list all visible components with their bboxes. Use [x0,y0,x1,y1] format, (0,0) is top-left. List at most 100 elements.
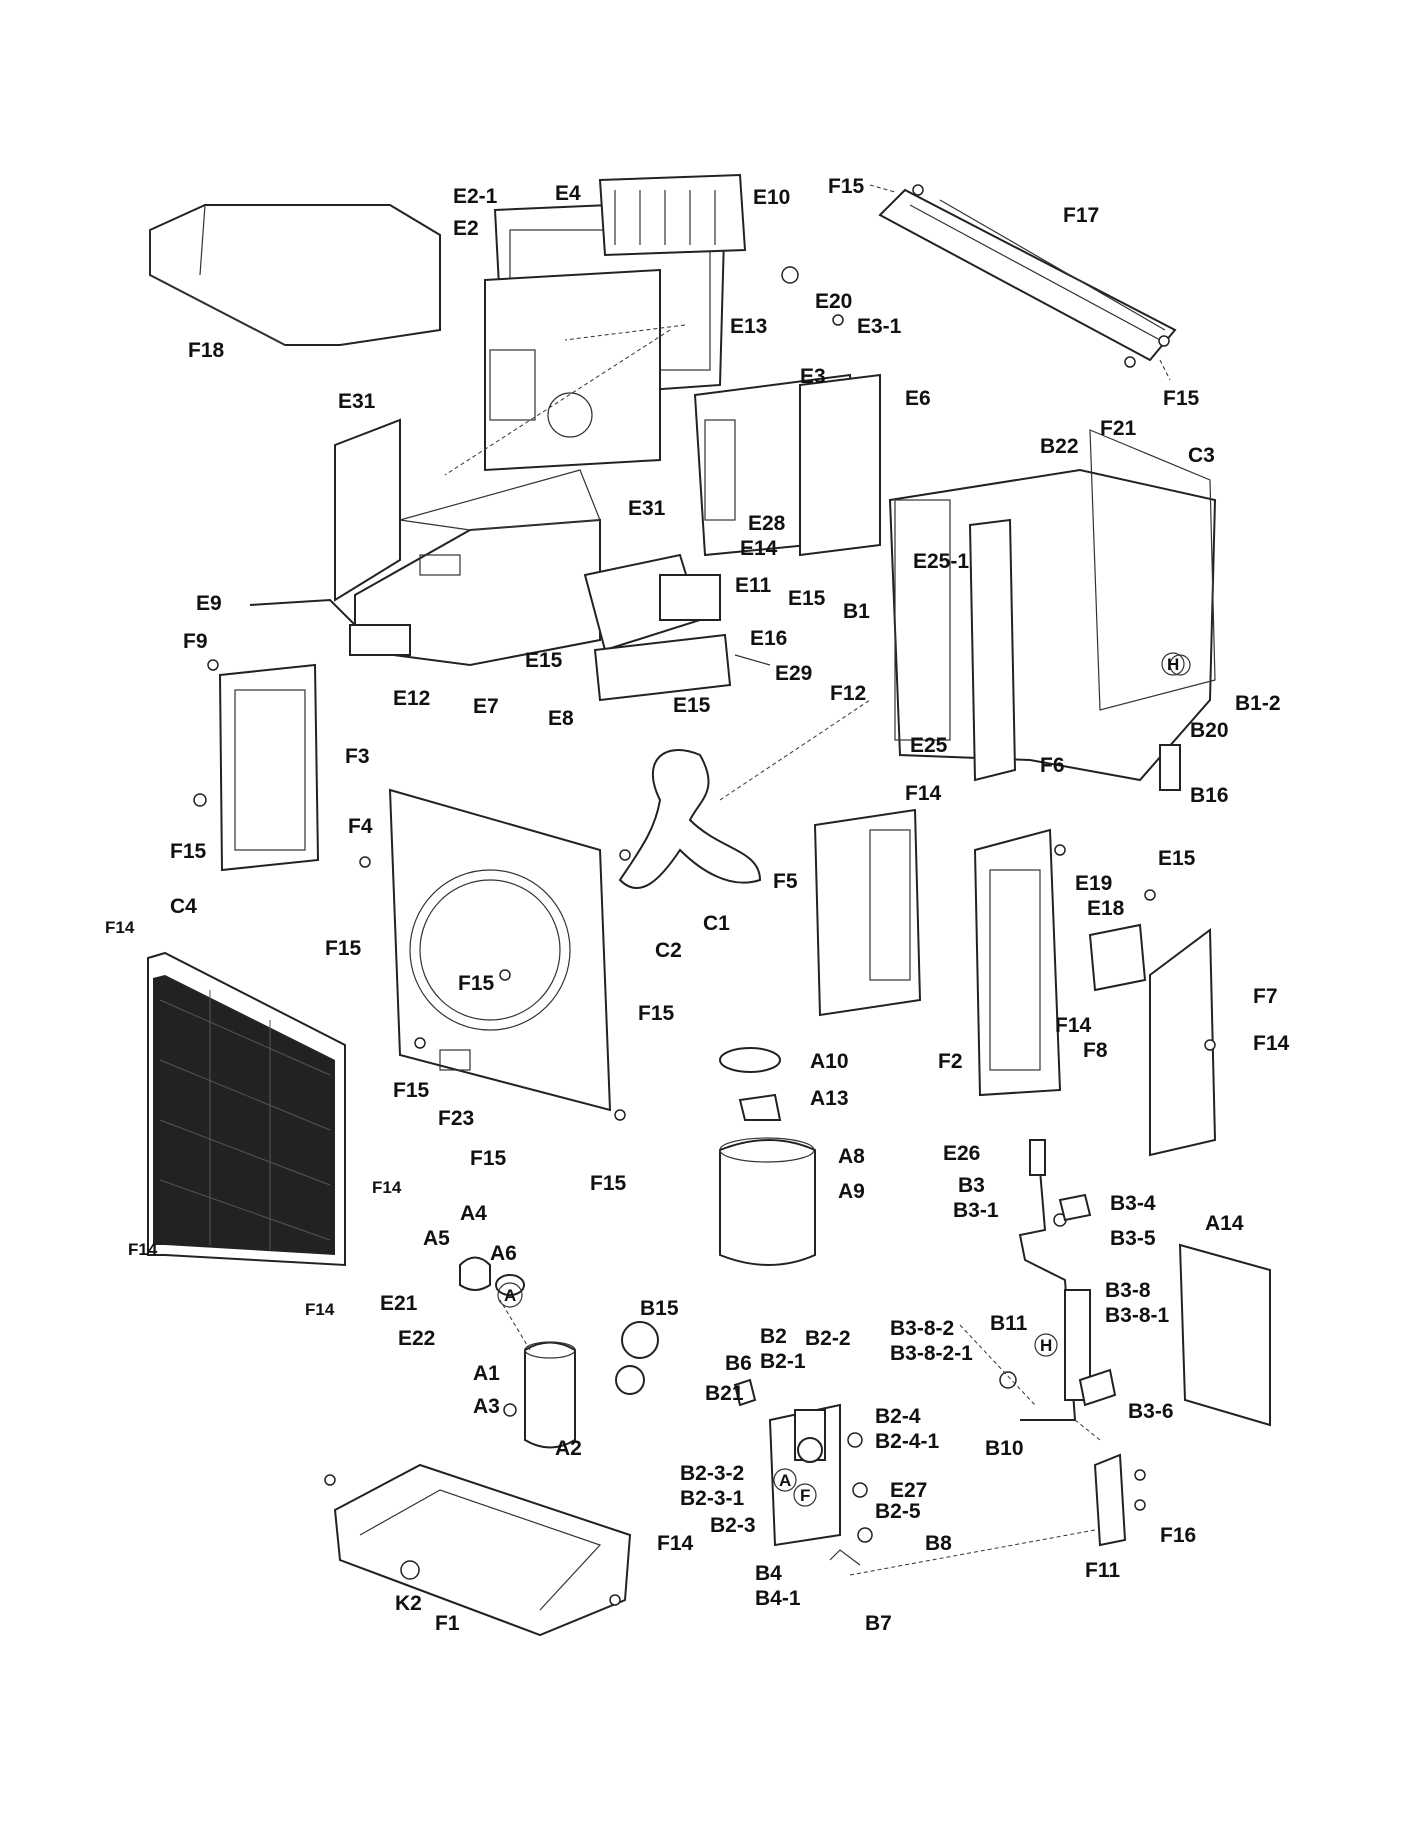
part-label: B3-1 [953,1199,999,1222]
terminal-f11 [1093,1243,1271,1547]
part-label: F15 [590,1172,627,1195]
part-label: B2-1 [760,1350,806,1373]
part-label: E20 [815,290,852,313]
part-label: F14 [128,1240,158,1259]
part-label: B1 [843,600,870,623]
part-label: E31 [628,497,666,520]
part-label: F14 [657,1532,694,1555]
part-label: B2-4-1 [875,1430,940,1453]
part-label: B2-3-1 [680,1487,745,1510]
part-label: F15 [1163,387,1200,410]
part-label: E10 [753,186,790,209]
part-label: A6 [490,1242,517,1265]
part-label: B3-6 [1128,1400,1174,1423]
circle-letter-a: A [504,1286,516,1305]
circle-letter-h: H [1167,655,1179,674]
part-label: E15 [788,587,826,610]
part-label: A5 [423,1227,450,1250]
part-label: E12 [393,687,430,710]
part-label: E18 [1087,897,1125,920]
part-label: B2-4 [875,1405,921,1428]
circle-letter-f: F [800,1486,810,1505]
part-label: E6 [905,387,931,410]
part-label: B4-1 [755,1587,801,1610]
part-label: E15 [673,694,711,717]
reference-circles: A A F H H [497,652,1185,1507]
part-label: F7 [1253,985,1278,1008]
part-label: B6 [725,1352,752,1375]
part-label: B3-8-2-1 [890,1342,973,1365]
tank-a9 [719,1047,816,1266]
part-label: B20 [1190,719,1229,742]
panel-f5 [813,808,922,1017]
part-label: F2 [938,1050,963,1073]
part-label: E15 [1158,847,1196,870]
bracket-e9 [249,598,411,656]
part-label: B4 [755,1562,782,1585]
part-label: E25-1 [913,550,969,573]
part-label: E21 [380,1292,418,1315]
compressor-a1 [459,1256,659,1449]
panel-f3 [193,659,320,872]
part-label: E19 [1075,872,1112,895]
part-label: F23 [438,1107,474,1130]
part-label: B2-5 [875,1500,921,1523]
part-label: F14 [1055,1014,1092,1037]
part-label: B2-3 [710,1514,756,1537]
part-label: B10 [985,1437,1024,1460]
part-label: F8 [1083,1039,1108,1062]
part-label: F9 [183,630,208,653]
part-label: F16 [1160,1524,1196,1547]
part-label: E15 [525,649,563,672]
part-label: F12 [830,682,866,705]
part-label: F1 [435,1612,460,1635]
part-labels: E2-1 E4 E10 E2 F18 E13 E20 E3-1 E3 E6 E3… [105,175,1290,1635]
part-label: F14 [372,1178,402,1197]
fan-c1 [618,749,762,890]
part-label: B15 [640,1297,679,1320]
top-panel-f18 [149,204,441,346]
part-label: B3-5 [1110,1227,1156,1250]
part-label: F15 [470,1147,507,1170]
part-label: F11 [1085,1559,1120,1582]
part-label: E3 [800,365,826,388]
part-label: E3-1 [857,315,902,338]
part-label: K2 [395,1592,422,1615]
part-label: C3 [1188,444,1215,467]
part-label: E22 [398,1327,435,1350]
part-label: E7 [473,695,499,718]
part-label: F14 [905,782,942,805]
leader-lines [444,184,1171,1576]
part-label: B3-8-2 [890,1317,954,1340]
part-label: F14 [1253,1032,1290,1055]
circle-letter-h: H [1040,1336,1052,1355]
part-label: C4 [170,895,197,918]
part-label: E4 [555,182,581,205]
pipe-assembly-b3 [999,1139,1117,1421]
circle-letter-a: A [779,1471,791,1490]
part-label: B7 [865,1612,892,1635]
part-label: E2-1 [453,185,498,208]
condenser-coil-c4 [147,951,346,1267]
part-label: E26 [943,1142,980,1165]
part-label: A13 [810,1087,849,1110]
part-label: F18 [188,339,225,362]
electrical-box-assembly [484,173,881,557]
part-label: F6 [1040,754,1065,777]
part-label: F15 [170,840,207,863]
part-label: F15 [458,972,495,995]
part-label: F5 [773,870,798,893]
panels-f2-f7 [973,828,1217,1157]
part-label: A8 [838,1145,865,1168]
part-label: E9 [196,592,222,615]
part-label: B11 [990,1312,1028,1335]
frame-b1 [888,429,1217,791]
part-label: A10 [810,1050,849,1073]
front-panel-f4 [359,788,626,1121]
chassis-e7 [334,418,771,702]
part-label: F21 [1100,417,1137,440]
part-label: E29 [775,662,812,685]
part-label: E14 [740,537,778,560]
part-label: F15 [325,937,362,960]
